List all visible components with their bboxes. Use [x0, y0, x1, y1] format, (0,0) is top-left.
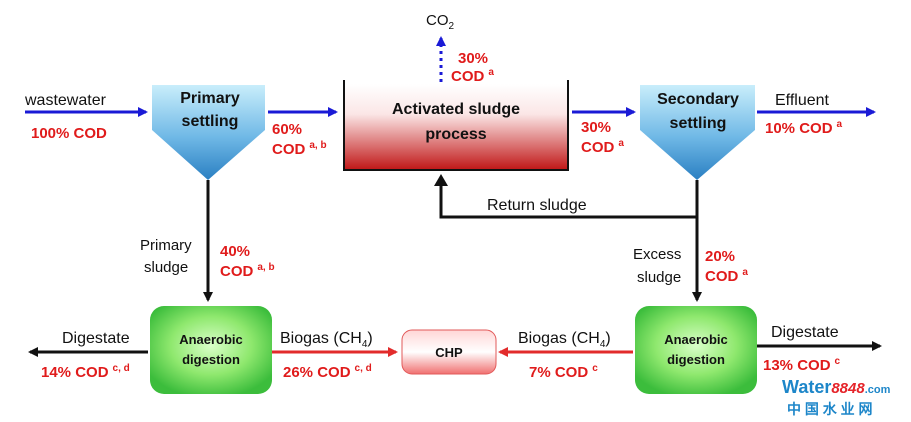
digestate-left-label: Digestate	[62, 330, 130, 347]
primary-sludge-label-1: Primary	[140, 237, 192, 254]
activated-out-pct: 30%	[581, 119, 611, 136]
effluent-label: Effluent	[775, 92, 830, 109]
watermark-logo: Water8848.com 中 国 水 业 网	[782, 377, 891, 417]
primary-settling-label-2: settling	[182, 113, 239, 130]
ad-left-label-2: digestion	[182, 352, 240, 367]
co2-cod-pct: 30%	[458, 50, 488, 67]
watermark-brand: Water8848.com	[782, 377, 891, 397]
biogas-right-label: Biogas (CH4)	[518, 330, 611, 350]
line-return-sludge	[439, 180, 699, 219]
excess-sludge-pct: 20%	[705, 248, 735, 265]
primary-sludge-pct: 40%	[220, 243, 250, 260]
secondary-settling-label-2: settling	[670, 115, 727, 132]
anaerobic-digester-left: Anaerobic digestion	[150, 306, 272, 394]
chp-unit: CHP	[401, 329, 497, 375]
excess-sludge-label-1: Excess	[633, 246, 681, 263]
ad-right-label-2: digestion	[667, 352, 725, 367]
return-sludge-label: Return sludge	[487, 197, 587, 214]
ad-left-label-1: Anaerobic	[179, 332, 243, 347]
primary-out-pct: 60%	[272, 121, 302, 138]
co2-label: CO2	[426, 12, 455, 32]
primary-sludge-label-2: sludge	[144, 259, 188, 276]
secondary-settling-tank: Secondary settling	[640, 85, 755, 180]
activated-sludge-tank: Activated sludge process	[343, 80, 569, 171]
return-sludge-arrowhead	[434, 174, 448, 186]
digestate-right-label: Digestate	[771, 324, 839, 341]
ad-right-label-1: Anaerobic	[664, 332, 728, 347]
activated-sludge-label-1: Activated sludge	[392, 101, 520, 118]
secondary-settling-label-1: Secondary	[657, 91, 739, 108]
primary-settling-tank: Primary settling	[152, 85, 265, 180]
excess-sludge-label-2: sludge	[637, 269, 681, 286]
wastewater-label: wastewater	[24, 92, 107, 109]
primary-settling-label-1: Primary	[180, 90, 240, 107]
biogas-left-label: Biogas (CH4)	[280, 330, 373, 350]
watermark-chinese: 中 国 水 业 网	[787, 401, 873, 417]
anaerobic-digester-right: Anaerobic digestion	[635, 306, 757, 394]
chp-label: CHP	[435, 345, 463, 360]
activated-sludge-label-2: process	[425, 126, 486, 143]
wastewater-cod: 100% COD	[31, 125, 107, 142]
